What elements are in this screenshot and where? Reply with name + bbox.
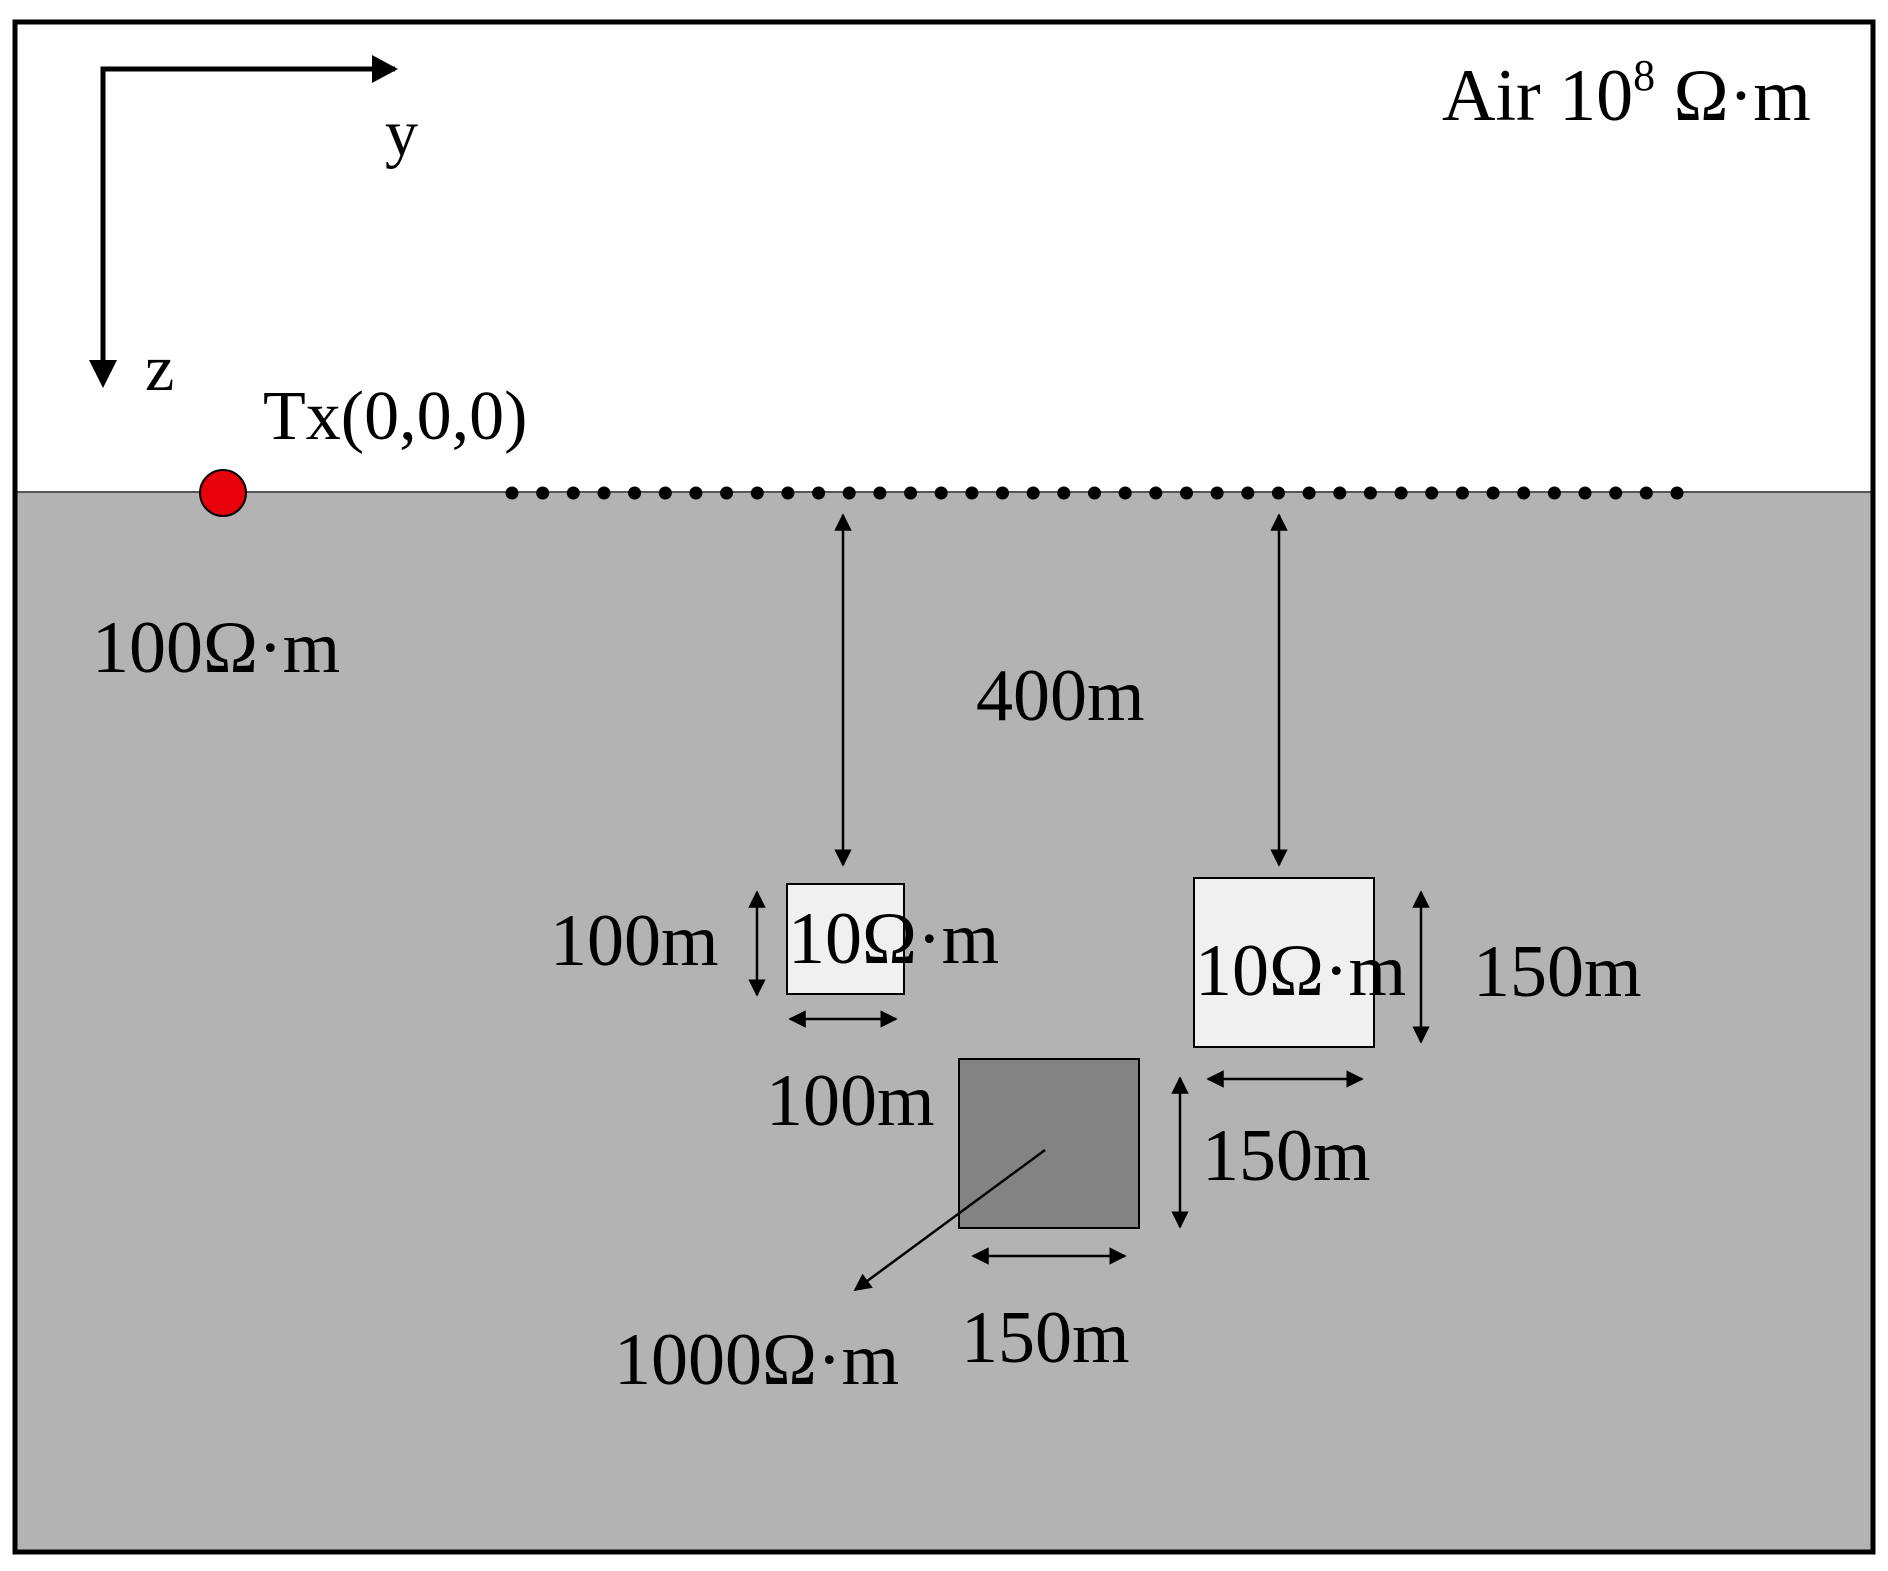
air-resistivity-label: Air 108 Ω·m bbox=[1442, 51, 1811, 137]
receiver-dot bbox=[1670, 486, 1684, 500]
receiver-dot bbox=[1609, 486, 1623, 500]
receiver-dot bbox=[689, 486, 703, 500]
block1-resistivity-label: 10Ω·m bbox=[788, 898, 999, 980]
axis-y-label: y bbox=[385, 97, 418, 170]
receiver-dot bbox=[904, 486, 918, 500]
receiver-dot bbox=[1333, 486, 1347, 500]
block2-height-label: 150m bbox=[1473, 931, 1642, 1013]
air-label-base: Air 10 bbox=[1442, 55, 1633, 137]
axis-z-label: z bbox=[145, 332, 174, 405]
receiver-dot bbox=[842, 486, 856, 500]
receiver-dot bbox=[1026, 486, 1040, 500]
earth-layer bbox=[15, 492, 1873, 1552]
receiver-dot bbox=[1578, 486, 1592, 500]
receiver-dot bbox=[1271, 486, 1285, 500]
block1-height-label: 100m bbox=[550, 900, 719, 982]
receiver-dot bbox=[720, 486, 734, 500]
receiver-dot bbox=[781, 486, 795, 500]
receiver-dot bbox=[1180, 486, 1193, 500]
conductive-block-small bbox=[786, 883, 905, 995]
model-frame bbox=[12, 19, 1876, 1555]
receiver-dot bbox=[1118, 486, 1132, 500]
receiver-dot bbox=[750, 486, 764, 500]
block1-width-label: 100m bbox=[766, 1060, 935, 1142]
transmitter-label: Tx(0,0,0) bbox=[263, 378, 527, 455]
receiver-dot bbox=[965, 486, 979, 500]
receiver-dot bbox=[597, 486, 611, 500]
receiver-dot bbox=[658, 486, 672, 500]
receiver-dot bbox=[505, 486, 519, 500]
background-resistivity-label: 100Ω·m bbox=[92, 607, 340, 689]
receiver-dot bbox=[1455, 486, 1469, 500]
receiver-dot bbox=[1088, 486, 1101, 500]
receiver-dot bbox=[1517, 486, 1531, 500]
block3-resistivity-label: 1000Ω·m bbox=[614, 1319, 899, 1401]
receiver-dot bbox=[996, 486, 1009, 500]
air-layer bbox=[15, 22, 1873, 492]
block3-leader-arrow bbox=[853, 1148, 1046, 1292]
receiver-dot bbox=[1547, 486, 1561, 500]
air-label-unit: Ω·m bbox=[1655, 55, 1811, 137]
conductive-block-large bbox=[1193, 877, 1375, 1048]
receiver-dot bbox=[934, 486, 948, 500]
receiver-dot bbox=[812, 486, 826, 500]
receiver-dot bbox=[1394, 486, 1408, 500]
receiver-dot bbox=[873, 486, 887, 500]
block3-height-label: 150m bbox=[1202, 1115, 1371, 1197]
air-label-exponent: 8 bbox=[1633, 51, 1655, 100]
block2-resistivity-label: 10Ω·m bbox=[1195, 930, 1406, 1012]
transmitter-marker bbox=[199, 469, 247, 517]
receiver-array bbox=[505, 486, 1684, 500]
receiver-dot bbox=[1057, 486, 1071, 500]
axis-corner bbox=[100, 66, 395, 375]
receiver-dot bbox=[1363, 486, 1377, 500]
receiver-dot bbox=[1302, 486, 1316, 500]
receiver-dot bbox=[566, 486, 580, 500]
receiver-dot bbox=[1425, 486, 1439, 500]
axis-z-arrowhead bbox=[89, 360, 117, 388]
axis-y-arrowhead bbox=[372, 55, 398, 83]
receiver-dot bbox=[628, 486, 642, 500]
receiver-dot bbox=[1210, 486, 1224, 500]
resistive-block bbox=[958, 1058, 1140, 1229]
receiver-dot bbox=[1486, 486, 1500, 500]
depth-label: 400m bbox=[976, 655, 1145, 737]
receiver-dot bbox=[536, 486, 550, 500]
receiver-dot bbox=[1149, 486, 1163, 500]
block3-width-label: 150m bbox=[961, 1297, 1130, 1379]
receiver-dot bbox=[1241, 486, 1255, 500]
receiver-dot bbox=[1639, 486, 1653, 500]
